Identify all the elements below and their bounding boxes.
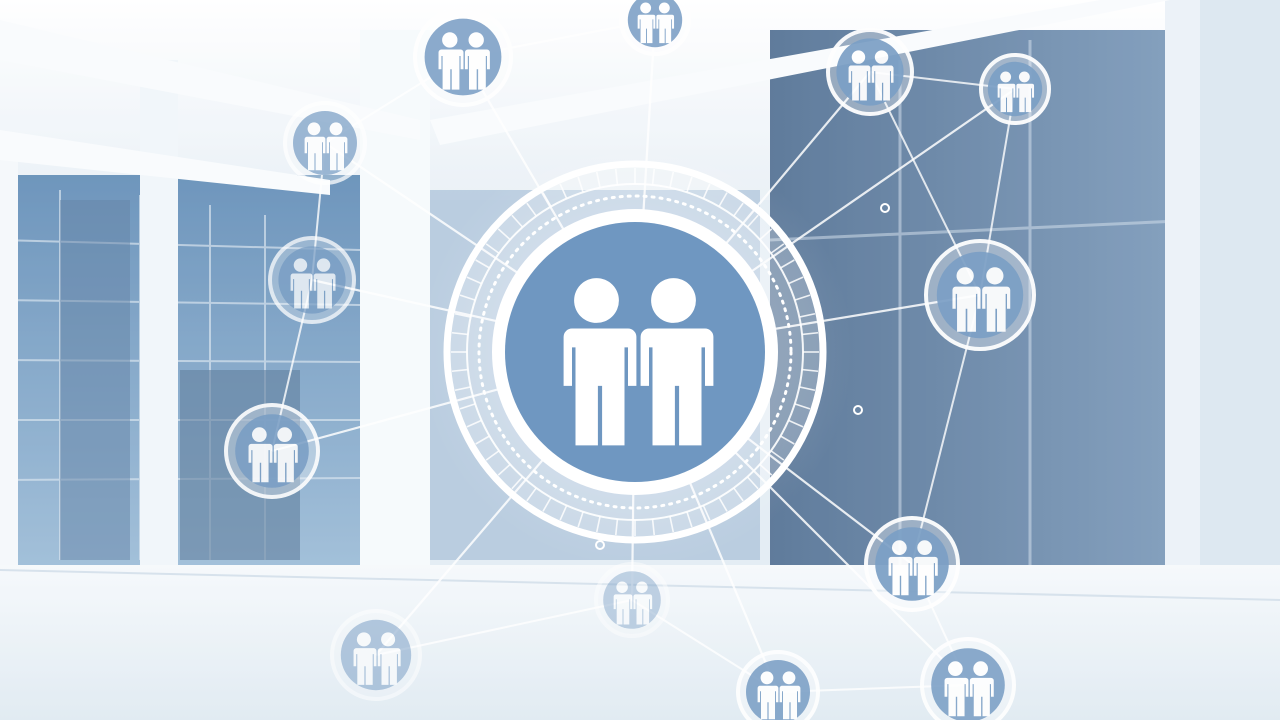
person-node [413, 7, 513, 107]
two-people-icon [637, 2, 675, 44]
two-people-icon [848, 50, 894, 101]
two-people-icon [952, 267, 1011, 332]
person-node [330, 609, 422, 701]
junction-dot [880, 203, 890, 213]
two-people-icon [997, 71, 1035, 113]
hub-dotted-ring [477, 194, 793, 510]
person-node [268, 236, 356, 324]
two-people-icon [757, 671, 801, 720]
central-hub [417, 134, 853, 570]
person-node [736, 650, 820, 720]
two-people-icon [944, 661, 994, 717]
pillar [140, 60, 178, 570]
two-people-icon [613, 581, 653, 625]
two-people-icon [438, 32, 490, 90]
person-node [826, 28, 914, 116]
two-people-icon [353, 632, 401, 685]
person-node [864, 516, 960, 612]
two-people-icon [888, 540, 938, 596]
person-node [283, 101, 367, 185]
two-people-icon [248, 427, 298, 483]
person-node [619, 0, 691, 56]
pillar [0, 150, 18, 580]
two-people-icon [290, 258, 336, 309]
junction-dot [853, 405, 863, 415]
hub-outer-ring [443, 160, 827, 544]
floor [0, 565, 1280, 720]
two-people-icon [563, 278, 714, 446]
person-node [224, 403, 320, 499]
person-node [594, 562, 670, 638]
people-nodes [224, 0, 1051, 720]
two-people-icon [304, 122, 348, 171]
person-node [979, 53, 1051, 125]
person-node [920, 637, 1016, 720]
person-node [924, 239, 1036, 351]
